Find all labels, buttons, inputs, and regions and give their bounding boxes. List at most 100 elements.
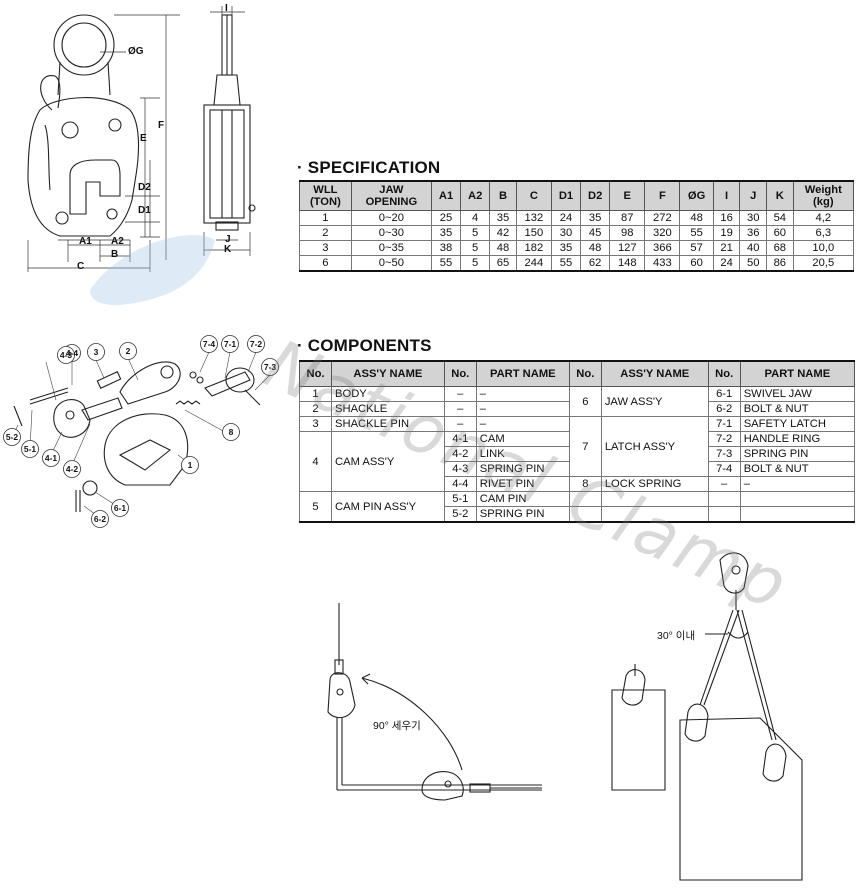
components-header-cell: PART NAME	[739, 360, 856, 387]
label-angle-30: 30° 이내	[657, 630, 696, 642]
components-cell: SPRING PIN	[475, 506, 570, 523]
spec-cell: 60	[679, 255, 714, 272]
spec-cell: 24	[712, 255, 741, 272]
dim-label-e: E	[140, 133, 147, 144]
callout-circle	[63, 460, 81, 478]
spec-cell: 55	[679, 225, 714, 241]
components-cell: RIVET PIN	[475, 476, 570, 492]
spec-cell: 132	[515, 210, 552, 226]
callout-circle	[3, 428, 21, 446]
callout-label: 3	[93, 347, 99, 357]
dim-label-i: I	[225, 3, 228, 14]
components-cell: 8	[568, 476, 602, 492]
spec-header-cell: C	[515, 180, 552, 211]
components-cell: 7-1	[707, 416, 741, 432]
components-cell: SHACKLE	[331, 401, 445, 417]
components-cell: SPRING PIN	[475, 461, 570, 477]
components-cell: JAW ASS'Y	[600, 386, 709, 417]
callout-label: 8	[228, 427, 234, 437]
components-cell: HANDLE RING	[739, 431, 856, 447]
spec-cell: 30	[550, 225, 582, 241]
spec-cell: 6	[299, 255, 352, 272]
dim-label-a2: A2	[111, 236, 124, 247]
spec-cell: 10,0	[792, 240, 855, 256]
components-cell: 4-1	[443, 431, 477, 447]
components-cell: LATCH ASS'Y	[600, 416, 709, 477]
spec-cell: 48	[489, 240, 517, 256]
components-cell: SWIVEL JAW	[739, 386, 856, 402]
components-header-cell: ASS'Y NAME	[600, 360, 709, 387]
callout-circle	[119, 342, 137, 360]
callout-label: 7-1	[223, 339, 237, 349]
components-header-cell: PART NAME	[475, 360, 570, 387]
callout-label: 2	[125, 346, 131, 356]
spec-header-cell: K	[766, 180, 794, 211]
spec-cell: 5	[460, 240, 491, 256]
spec-cell: 148	[609, 255, 646, 272]
components-cell: 5	[298, 491, 333, 523]
dim-label-c: C	[77, 261, 85, 272]
callout-circle	[87, 343, 105, 361]
spec-cell: 35	[580, 210, 611, 226]
components-cell	[739, 506, 856, 523]
spec-cell: 55	[550, 255, 582, 272]
components-header-cell: No.	[443, 360, 477, 387]
dim-label-d2: D2	[138, 182, 151, 193]
spec-cell: 60	[766, 225, 794, 241]
callout-circle	[21, 440, 39, 458]
components-cell	[568, 491, 602, 507]
label-lift-90: 90° 세우기	[373, 720, 421, 732]
callout-label: 4-1	[44, 453, 58, 463]
spec-header-cell: WLL(TON)	[299, 180, 352, 211]
components-cell: CAM PIN ASS'Y	[331, 491, 445, 523]
components-cell	[568, 506, 602, 523]
spec-cell: 38	[430, 240, 462, 256]
components-cell: CAM PIN	[475, 491, 570, 507]
spec-cell: 0~20	[350, 210, 432, 226]
callout-circle	[57, 346, 75, 364]
spec-cell: 244	[515, 255, 552, 272]
callout-circle	[91, 510, 109, 528]
spec-cell: 36	[739, 225, 767, 241]
callout-circle	[247, 335, 265, 353]
components-cell: BOLT & NUT	[739, 401, 856, 417]
dim-label-j: J	[225, 234, 231, 245]
spec-cell: 366	[644, 240, 681, 256]
callout-circle	[221, 335, 239, 353]
spec-cell: 86	[766, 255, 794, 272]
spec-cell: 0~50	[350, 255, 432, 272]
spec-cell: 54	[766, 210, 794, 226]
spec-cell: 65	[489, 255, 517, 272]
components-cell: 5-2	[443, 506, 477, 523]
spec-cell: 57	[679, 240, 714, 256]
spec-cell: 182	[515, 240, 552, 256]
components-cell: 4	[298, 431, 333, 492]
components-header-cell: No.	[298, 360, 333, 387]
spec-header-cell: Weight(kg)	[792, 180, 855, 211]
components-cell: 6-2	[707, 401, 741, 417]
callout-label: 1	[187, 460, 193, 470]
spec-cell: 5	[460, 255, 491, 272]
spec-header-cell: D1	[550, 180, 582, 211]
callout-label: 7-3	[263, 362, 277, 372]
dim-label-g: ØG	[128, 46, 144, 57]
components-cell	[739, 491, 856, 507]
callout-label: 4-2	[65, 464, 79, 474]
spec-cell: 35	[550, 240, 582, 256]
callout-circle	[261, 358, 279, 376]
callout-circle	[111, 499, 129, 517]
callout-circle	[181, 456, 199, 474]
components-cell: 5-1	[443, 491, 477, 507]
